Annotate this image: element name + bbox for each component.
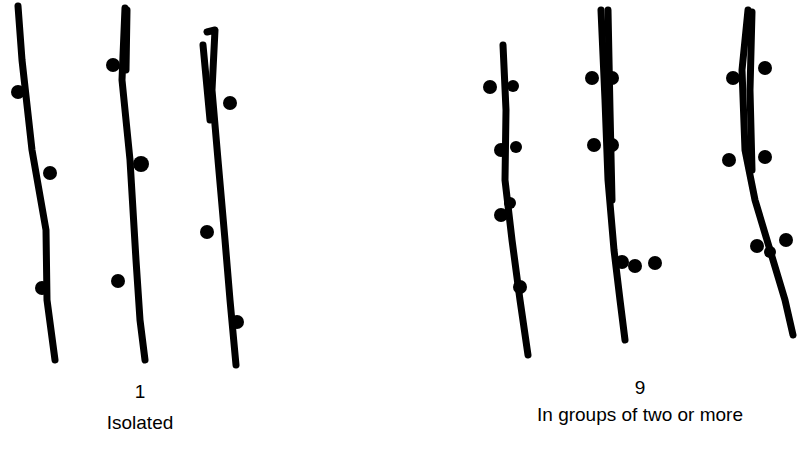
dot — [615, 255, 629, 269]
stem — [608, 10, 612, 200]
group-caption: Isolated — [107, 412, 174, 434]
dot — [726, 71, 740, 85]
stem — [122, 8, 145, 360]
dot — [43, 166, 57, 180]
dot — [494, 143, 508, 157]
dot — [11, 85, 25, 99]
dot — [605, 138, 619, 152]
dot — [133, 156, 149, 172]
dots — [11, 58, 793, 329]
count-number: 9 — [635, 377, 646, 399]
stem — [503, 45, 528, 355]
dot — [587, 138, 601, 152]
count-number: 1 — [135, 381, 146, 403]
dot — [779, 233, 793, 247]
dot — [758, 150, 772, 164]
dot — [605, 71, 619, 85]
dot — [200, 225, 214, 239]
stem — [601, 10, 625, 340]
stems — [18, 6, 793, 365]
dot — [106, 58, 120, 72]
stem — [18, 6, 55, 360]
stem — [126, 10, 127, 70]
dot — [628, 259, 642, 273]
stem — [207, 30, 236, 365]
dot — [510, 141, 522, 153]
stem — [742, 10, 793, 335]
dot — [507, 80, 519, 92]
dot — [483, 80, 497, 94]
dot — [648, 256, 662, 270]
dot — [722, 153, 736, 167]
dot — [35, 281, 49, 295]
dot — [504, 197, 516, 209]
dot — [758, 61, 772, 75]
stem — [203, 45, 210, 120]
group-caption: In groups of two or more — [537, 404, 743, 426]
dot — [230, 315, 244, 329]
dot — [494, 208, 508, 222]
dot — [223, 96, 237, 110]
dot — [585, 71, 599, 85]
dot — [750, 239, 764, 253]
stem — [750, 12, 752, 170]
dot — [513, 280, 527, 294]
dot — [764, 246, 776, 258]
dot — [111, 274, 125, 288]
